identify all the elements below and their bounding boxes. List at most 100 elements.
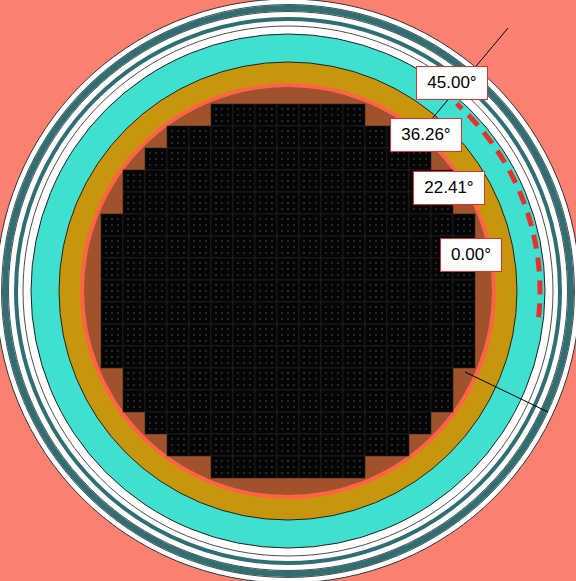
vessel-band: [16, 19, 560, 563]
fuel-pin: [237, 466, 239, 468]
fuel-pin: [259, 130, 261, 132]
fuel-assembly: [255, 214, 277, 236]
fuel-pin: [369, 362, 371, 364]
fuel-assembly: [365, 324, 387, 346]
fuel-pin: [271, 218, 273, 220]
fuel-pin: [293, 362, 295, 364]
fuel-assembly: [277, 148, 299, 170]
fuel-pin: [381, 196, 383, 198]
fuel-pin: [353, 152, 355, 154]
fuel-pin: [271, 252, 273, 254]
fuel-pin: [293, 120, 295, 122]
fuel-pin: [193, 268, 195, 270]
fuel-pin: [237, 114, 239, 116]
fuel-pin: [309, 180, 311, 182]
fuel-pin: [161, 262, 163, 264]
fuel-pin: [325, 422, 327, 424]
fuel-pin: [177, 318, 179, 320]
fuel-pin: [369, 136, 371, 138]
fuel-assembly: [189, 434, 211, 456]
fuel-assembly: [101, 214, 123, 236]
fuel-pin: [303, 224, 305, 226]
fuel-pin: [149, 240, 151, 242]
fuel-pin: [369, 372, 371, 374]
fuel-pin: [287, 284, 289, 286]
fuel-assembly: [299, 126, 321, 148]
fuel-pin: [193, 340, 195, 342]
fuel-pin: [243, 108, 245, 110]
fuel-pin: [265, 152, 267, 154]
fuel-assembly: [167, 170, 189, 192]
fuel-pin: [171, 384, 173, 386]
fuel-pin: [271, 466, 273, 468]
fuel-pin: [309, 340, 311, 342]
fuel-pin: [315, 318, 317, 320]
fuel-pin: [287, 328, 289, 330]
fuel-pin: [315, 158, 317, 160]
fuel-pin: [325, 296, 327, 298]
fuel-pin: [337, 284, 339, 286]
fuel-pin: [249, 218, 251, 220]
fuel-pin: [177, 340, 179, 342]
fuel-pin: [127, 202, 129, 204]
fuel-pin: [199, 350, 201, 352]
fuel-pin: [237, 240, 239, 242]
fuel-pin: [183, 428, 185, 430]
fuel-pin: [177, 400, 179, 402]
fuel-pin: [237, 350, 239, 352]
fuel-pin: [177, 274, 179, 276]
fuel-pin: [303, 422, 305, 424]
fuel-pin: [161, 174, 163, 176]
fuel-pin: [249, 268, 251, 270]
fuel-pin: [199, 136, 201, 138]
fuel-pin: [183, 284, 185, 286]
fuel-assembly: [189, 236, 211, 258]
fuel-assembly: [123, 236, 145, 258]
fuel-pin: [375, 136, 377, 138]
fuel-pin: [221, 268, 223, 270]
fuel-pin: [215, 466, 217, 468]
fuel-pin: [161, 428, 163, 430]
fuel-pin: [221, 460, 223, 462]
fuel-pin: [303, 180, 305, 182]
fuel-pin: [199, 196, 201, 198]
fuel-pin: [127, 240, 129, 242]
fuel-pin: [309, 466, 311, 468]
fuel-pin: [237, 362, 239, 364]
fuel-pin: [199, 406, 201, 408]
fuel-pin: [205, 356, 207, 358]
fuel-pin: [265, 416, 267, 418]
fuel-pin: [325, 450, 327, 452]
fuel-pin: [161, 312, 163, 314]
fuel-pin: [205, 450, 207, 452]
fuel-pin: [347, 378, 349, 380]
fuel-pin: [149, 350, 151, 352]
fuel-pin: [193, 208, 195, 210]
fuel-pin: [133, 362, 135, 364]
fuel-pin: [237, 372, 239, 374]
fuel-pin: [375, 340, 377, 342]
fuel-pin: [221, 224, 223, 226]
fuel-pin: [215, 262, 217, 264]
fuel-pin: [325, 218, 327, 220]
fuel-pin: [369, 252, 371, 254]
fuel-pin: [205, 196, 207, 198]
fuel-pin: [183, 290, 185, 292]
fuel-pin: [193, 202, 195, 204]
fuel-pin: [149, 196, 151, 198]
fuel-assembly: [365, 280, 387, 302]
fuel-pin: [243, 152, 245, 154]
fuel-pin: [237, 208, 239, 210]
fuel-pin: [375, 268, 377, 270]
fuel-pin: [205, 268, 207, 270]
fuel-pin: [391, 158, 393, 160]
fuel-pin: [161, 422, 163, 424]
fuel-pin: [133, 202, 135, 204]
fuel-assembly: [123, 368, 145, 390]
fuel-pin: [281, 334, 283, 336]
fuel-assembly: [233, 302, 255, 324]
fuel-pin: [271, 262, 273, 264]
fuel-pin: [381, 362, 383, 364]
fuel-pin: [183, 340, 185, 342]
fuel-pin: [325, 394, 327, 396]
